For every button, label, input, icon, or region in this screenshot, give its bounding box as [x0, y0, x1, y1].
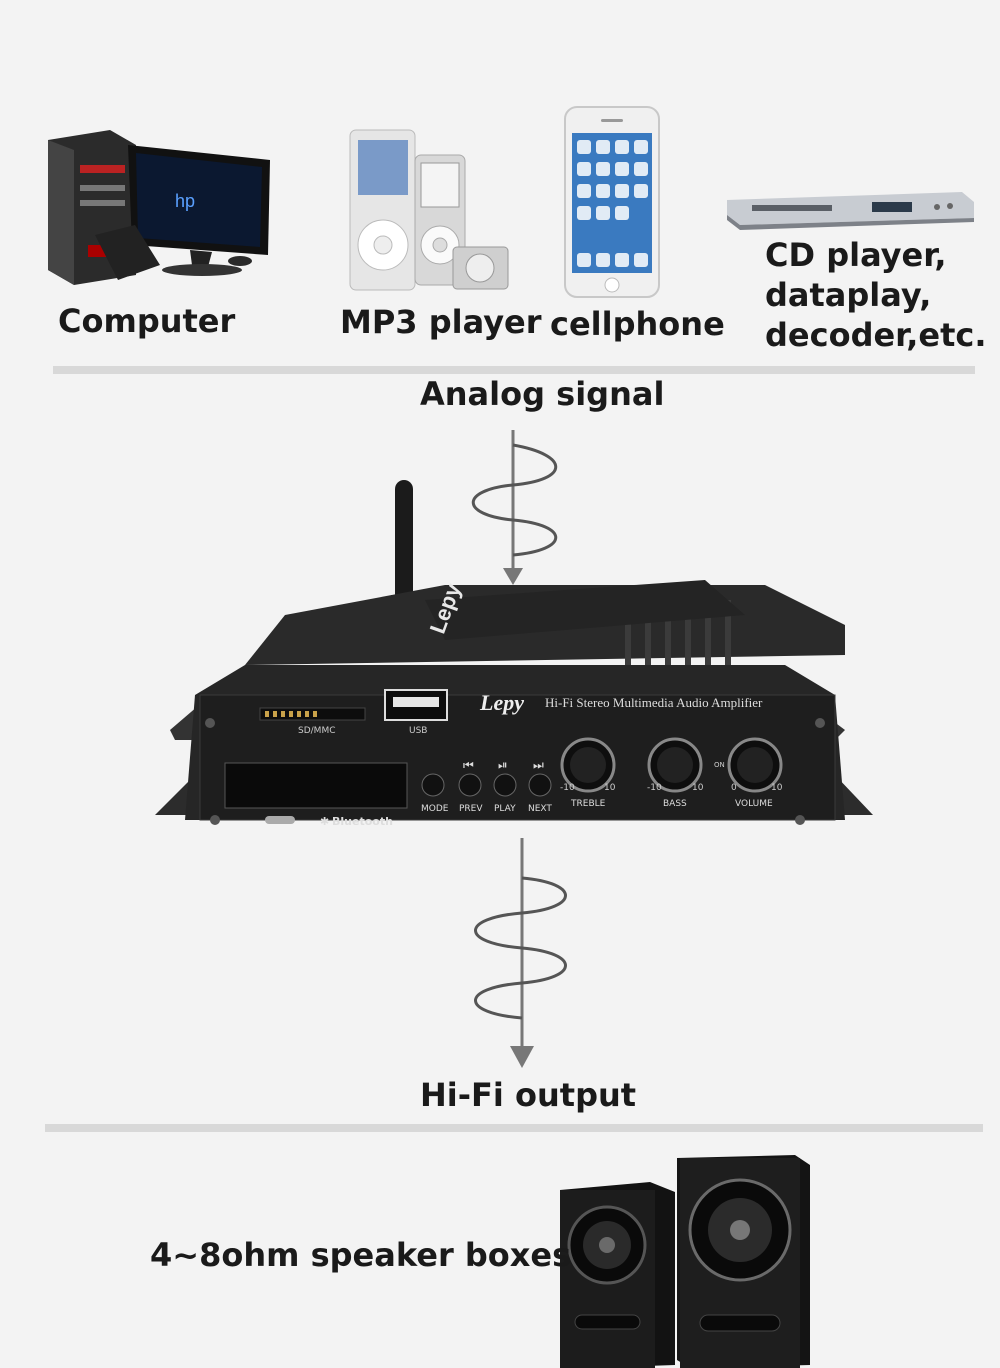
cellphone-label: cellphone	[550, 305, 725, 343]
treble-label: TREBLE	[571, 799, 606, 809]
cd-label-line: decoder,etc.	[765, 316, 987, 354]
treble-max: 10	[604, 783, 616, 793]
analog-signal-label: Analog signal	[420, 375, 665, 413]
bass-min: -10	[647, 783, 662, 793]
bass-label: BASS	[663, 799, 687, 809]
power-on-label: ON	[714, 761, 725, 769]
speaker-boxes-image	[560, 1155, 810, 1368]
cd-label-line: CD player,	[765, 236, 947, 274]
play-button-label: PLAY	[494, 804, 516, 814]
svg-text:⏭: ⏭	[533, 758, 544, 772]
input-signal-arrow-icon	[471, 430, 558, 585]
hifi-output-label: Hi-Fi output	[420, 1076, 637, 1114]
computer-image: hp	[48, 130, 270, 285]
cellphone-image	[564, 106, 660, 298]
bass-max: 10	[692, 783, 704, 793]
volume-max: 10	[771, 783, 783, 793]
amplifier-image: Lepy ⏮ ⏯ ⏭	[155, 480, 873, 825]
computer-label: Computer	[58, 302, 236, 340]
speaker-boxes-label: 4~8ohm speaker boxes	[150, 1236, 572, 1274]
output-signal-arrow-icon	[474, 838, 567, 1068]
cd-player-image	[727, 192, 974, 230]
mp3-player-image	[349, 129, 509, 291]
sd-slot-label: SD/MMC	[298, 726, 336, 736]
divider	[45, 1124, 983, 1132]
mp3-player-label: MP3 player	[340, 303, 542, 341]
usb-label: USB	[409, 726, 428, 736]
volume-label: VOLUME	[735, 799, 773, 809]
cd-label-line: dataplay,	[765, 276, 932, 314]
bluetooth-icon: ✱	[320, 815, 330, 828]
cd-player-label: CD player, dataplay, decoder,etc.	[765, 235, 987, 355]
next-button-label: NEXT	[528, 804, 552, 814]
treble-min: -10	[560, 783, 575, 793]
amp-brand: Lepy	[480, 690, 524, 715]
bluetooth-label: Bluetooth	[332, 815, 393, 828]
amp-model-text: Hi-Fi Stereo Multimedia Audio Amplifier	[545, 695, 763, 710]
prev-button-label: PREV	[459, 804, 483, 814]
volume-min: 0	[731, 783, 737, 793]
divider	[53, 366, 975, 374]
svg-text:⏮: ⏮	[463, 758, 474, 772]
svg-text:hp: hp	[175, 191, 195, 211]
svg-text:⏯: ⏯	[498, 758, 508, 772]
mode-button-label: MODE	[421, 804, 449, 814]
